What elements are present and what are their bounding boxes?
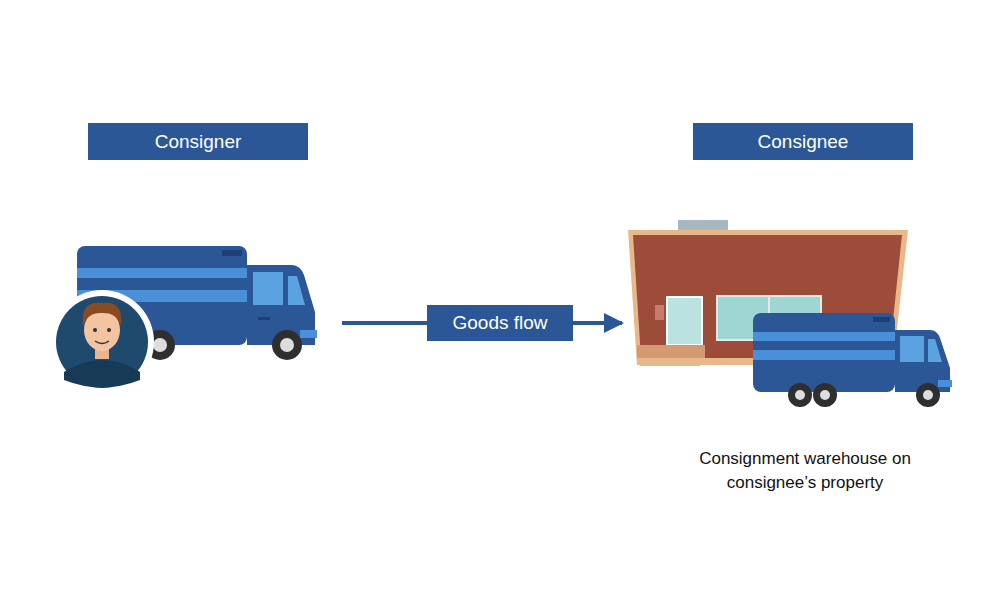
person-avatar bbox=[50, 290, 154, 394]
header-box: Consignee bbox=[693, 123, 913, 160]
party-group: Consigner bbox=[88, 123, 342, 413]
truck bbox=[753, 313, 952, 407]
header-box: Consigner bbox=[88, 123, 308, 160]
edge-label: Goods flow bbox=[427, 305, 573, 341]
party-group: Consignee bbox=[622, 123, 962, 413]
caption-label: Consignment warehouse on consignee’s pro… bbox=[655, 447, 955, 495]
